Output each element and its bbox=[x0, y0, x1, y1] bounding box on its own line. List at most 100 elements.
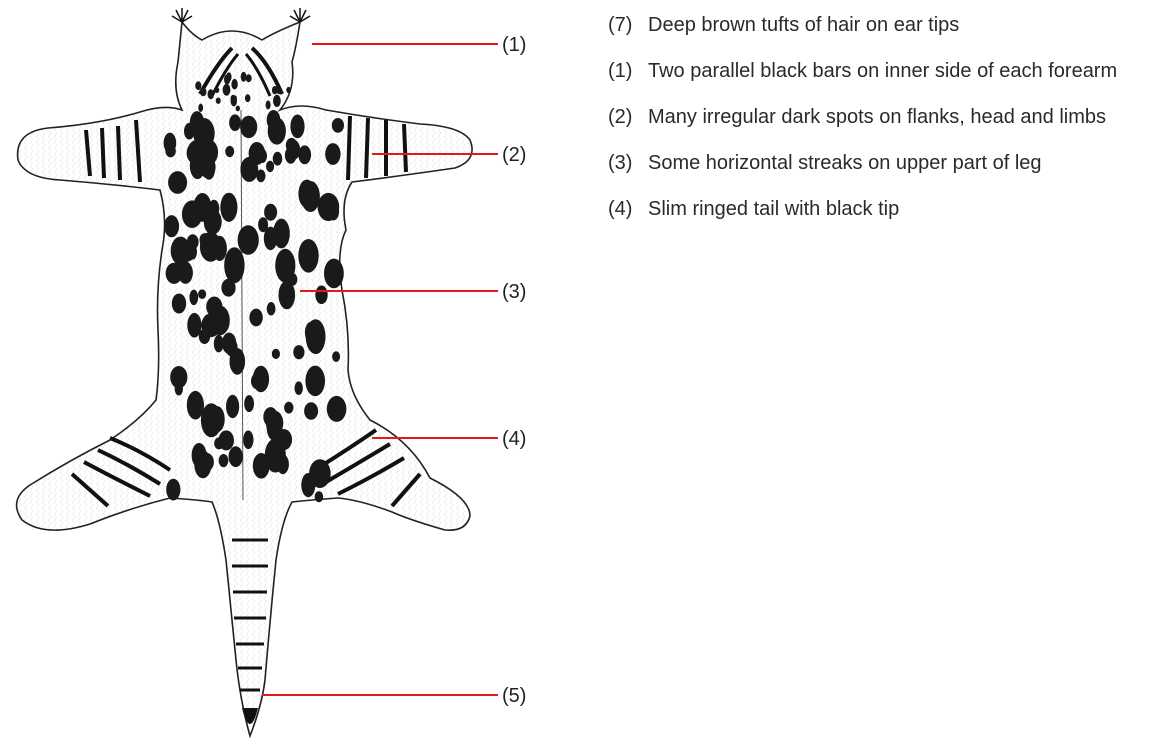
spot bbox=[332, 118, 344, 133]
legend-number: (1) bbox=[608, 56, 644, 86]
spot bbox=[268, 117, 286, 144]
spot bbox=[219, 454, 229, 467]
spot bbox=[214, 335, 224, 353]
spot bbox=[258, 149, 267, 163]
spot bbox=[170, 366, 187, 388]
spot bbox=[195, 81, 201, 90]
spot bbox=[244, 395, 254, 412]
spot bbox=[215, 87, 220, 93]
spot bbox=[236, 106, 240, 112]
callout-label-1: (1) bbox=[502, 34, 526, 56]
spot bbox=[166, 479, 180, 501]
spot bbox=[295, 381, 303, 395]
spot bbox=[177, 260, 191, 277]
spot bbox=[251, 373, 264, 390]
spot bbox=[200, 156, 216, 179]
spot bbox=[298, 180, 315, 208]
spot bbox=[200, 88, 207, 97]
spot bbox=[286, 138, 297, 153]
legend: (7) Deep brown tufts of hair on ear tips… bbox=[608, 10, 1148, 240]
spot bbox=[267, 302, 276, 315]
spot bbox=[253, 453, 270, 479]
spot bbox=[229, 446, 243, 467]
spot bbox=[280, 254, 295, 273]
legend-item: (7) Deep brown tufts of hair on ear tips bbox=[608, 10, 1148, 40]
spot bbox=[290, 115, 304, 139]
spot bbox=[304, 402, 318, 420]
spot bbox=[188, 244, 197, 260]
legend-item: (2) Many irregular dark spots on flanks,… bbox=[608, 102, 1148, 132]
spot bbox=[241, 72, 247, 82]
ear-tuft-left bbox=[172, 8, 192, 22]
spot bbox=[266, 161, 274, 172]
spot bbox=[198, 104, 203, 112]
spot bbox=[223, 84, 231, 96]
cat-pelt-illustration bbox=[0, 0, 560, 742]
ear-tuft-right bbox=[290, 8, 310, 22]
spot bbox=[231, 95, 236, 103]
spot bbox=[164, 133, 177, 154]
spot bbox=[273, 95, 281, 107]
spot bbox=[332, 351, 340, 362]
legend-number: (3) bbox=[608, 148, 644, 178]
spot bbox=[246, 74, 252, 82]
spot bbox=[273, 152, 283, 166]
spot bbox=[266, 100, 271, 109]
spot bbox=[200, 453, 214, 471]
spot bbox=[208, 89, 215, 99]
spot bbox=[226, 72, 231, 81]
spot bbox=[325, 143, 340, 165]
legend-text: Two parallel black bars on inner side of… bbox=[644, 56, 1148, 86]
spot bbox=[187, 143, 204, 164]
callout-line-5 bbox=[262, 694, 498, 696]
spot bbox=[172, 294, 186, 314]
spot bbox=[318, 193, 340, 221]
legend-text: Many irregular dark spots on flanks, hea… bbox=[644, 102, 1148, 132]
callout-line-1 bbox=[312, 43, 498, 45]
legend-item: (4) Slim ringed tail with black tip bbox=[608, 194, 1148, 224]
spot bbox=[272, 349, 280, 359]
callout-label-4: (4) bbox=[502, 428, 526, 450]
spot bbox=[243, 431, 253, 450]
spot bbox=[226, 395, 239, 418]
spot bbox=[305, 322, 318, 344]
callout-label-3: (3) bbox=[502, 281, 526, 303]
callout-label-5: (5) bbox=[502, 685, 526, 707]
spot bbox=[231, 79, 237, 90]
spot bbox=[224, 247, 244, 283]
spot bbox=[324, 259, 344, 289]
spot bbox=[198, 289, 206, 299]
spot bbox=[315, 491, 324, 502]
callout-line-4 bbox=[372, 437, 498, 439]
spot bbox=[327, 396, 347, 422]
legend-number: (4) bbox=[608, 194, 644, 224]
spot bbox=[240, 116, 257, 138]
spot bbox=[168, 171, 187, 194]
spot bbox=[220, 193, 237, 222]
callout-label-2: (2) bbox=[502, 144, 526, 166]
callout-line-2 bbox=[372, 153, 498, 155]
legend-text: Some horizontal streaks on upper part of… bbox=[644, 148, 1148, 178]
legend-item: (1) Two parallel black bars on inner sid… bbox=[608, 56, 1148, 86]
spot bbox=[199, 329, 210, 344]
spot bbox=[240, 157, 258, 182]
spot bbox=[264, 204, 277, 221]
spot bbox=[245, 94, 251, 102]
spot bbox=[286, 87, 291, 93]
spot bbox=[225, 146, 234, 157]
spot bbox=[214, 437, 224, 449]
spot bbox=[238, 225, 259, 255]
spot bbox=[284, 402, 293, 414]
spot bbox=[315, 286, 327, 305]
legend-text: Deep brown tufts of hair on ear tips bbox=[644, 10, 1148, 40]
spot bbox=[272, 86, 278, 94]
spot bbox=[298, 239, 318, 273]
spot bbox=[206, 297, 222, 317]
spot bbox=[182, 200, 202, 228]
spot bbox=[258, 217, 268, 232]
legend-text: Slim ringed tail with black tip bbox=[644, 194, 1148, 224]
spot bbox=[267, 415, 283, 441]
spot bbox=[216, 98, 221, 104]
spot bbox=[201, 403, 222, 437]
